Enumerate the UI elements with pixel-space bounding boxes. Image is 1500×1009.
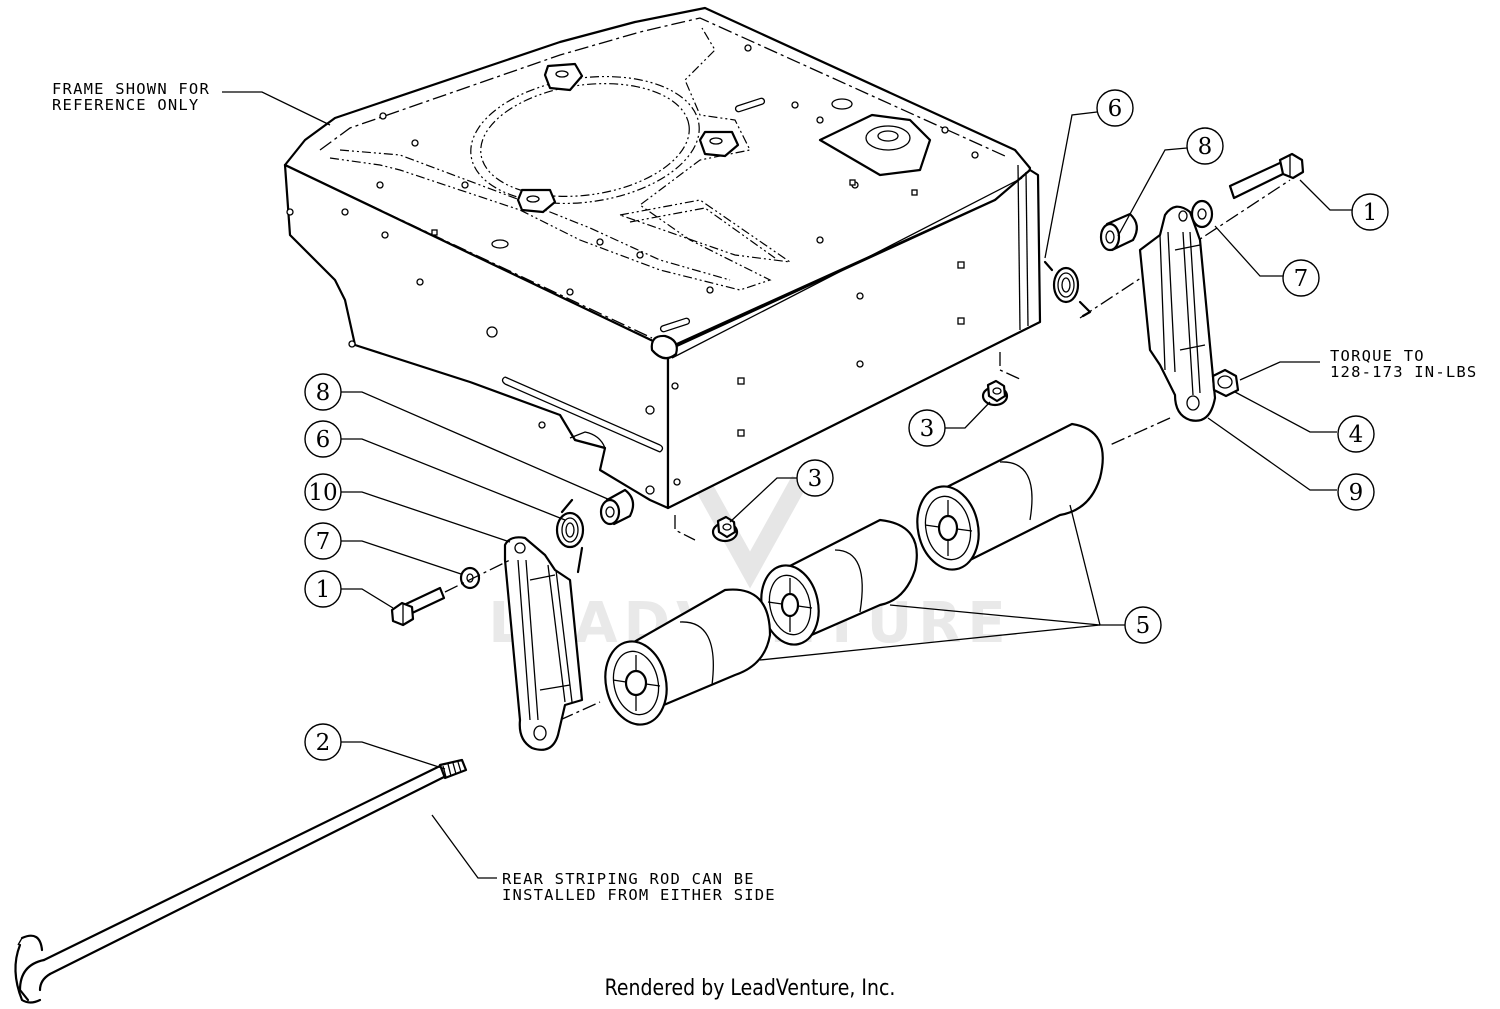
frame-front-side [666, 168, 1042, 510]
callout-9: 9 [1337, 473, 1375, 511]
torsion-spring-right [1043, 260, 1092, 318]
svg-text:3: 3 [920, 416, 935, 442]
right-hardware [1043, 152, 1305, 422]
bracket-right [1138, 205, 1217, 422]
spacer-left [599, 488, 635, 526]
washer-right [1190, 199, 1214, 229]
svg-text:8: 8 [316, 380, 331, 406]
svg-text:5: 5 [1136, 613, 1151, 639]
callout-1-right: 1 [1351, 193, 1389, 231]
washer-left [459, 566, 481, 590]
callout-8-left: 8 [304, 373, 342, 411]
callout-7-right: 7 [1282, 259, 1320, 297]
roller-1 [604, 588, 772, 726]
svg-text:6: 6 [316, 427, 331, 453]
flange-nut-upper [981, 379, 1009, 407]
bolt-right [1228, 152, 1305, 200]
callout-6-right: 6 [1096, 89, 1134, 127]
callout-3-lower: 3 [796, 459, 834, 497]
svg-text:3: 3 [808, 466, 823, 492]
svg-text:2: 2 [316, 730, 331, 756]
svg-text:128-173 IN-LBS: 128-173 IN-LBS [1330, 363, 1477, 381]
callout-10: 10 [304, 473, 342, 511]
svg-text:REFERENCE ONLY: REFERENCE ONLY [52, 96, 199, 114]
striping-rod [14, 758, 468, 1004]
svg-text:FRAME SHOWN FOR: FRAME SHOWN FOR [52, 80, 210, 98]
svg-text:10: 10 [308, 480, 337, 506]
leader-lines [222, 91, 1352, 879]
callout-8-right: 8 [1186, 127, 1224, 165]
svg-text:6: 6 [1108, 96, 1123, 122]
svg-text:8: 8 [1198, 134, 1213, 160]
svg-text:9: 9 [1349, 480, 1364, 506]
callout-4: 4 [1337, 415, 1375, 453]
bolt-left [390, 586, 446, 627]
roller-2 [760, 518, 918, 646]
note-striping-rod: REAR STRIPING ROD CAN BE INSTALLED FROM … [502, 870, 776, 904]
svg-text:4: 4 [1349, 422, 1364, 448]
svg-text:7: 7 [316, 529, 331, 555]
footer-credit: Rendered by LeadVenture, Inc. [604, 976, 896, 1001]
callout-7-left: 7 [304, 522, 342, 560]
callout-6-left: 6 [304, 420, 342, 458]
roller-3 [916, 422, 1104, 571]
callout-1-left: 1 [304, 570, 342, 608]
callout-5: 5 [1124, 606, 1162, 644]
torsion-spring-left [555, 498, 585, 574]
callout-2: 2 [304, 723, 342, 761]
rollers [604, 422, 1104, 726]
bracket-left [503, 536, 584, 751]
left-hardware [390, 488, 635, 751]
spacer-right [1099, 212, 1138, 252]
svg-text:REAR STRIPING ROD CAN BE: REAR STRIPING ROD CAN BE [502, 870, 755, 888]
note-frame-reference: FRAME SHOWN FOR REFERENCE ONLY [52, 80, 210, 114]
svg-text:7: 7 [1294, 266, 1309, 292]
svg-text:1: 1 [316, 577, 331, 603]
svg-text:TORQUE TO: TORQUE TO [1330, 347, 1425, 365]
note-torque: TORQUE TO 128-173 IN-LBS [1330, 347, 1477, 381]
svg-text:INSTALLED FROM EITHER SIDE: INSTALLED FROM EITHER SIDE [502, 886, 776, 904]
callout-3-upper: 3 [908, 409, 946, 447]
nut-right [1211, 368, 1240, 398]
svg-text:1: 1 [1363, 200, 1378, 226]
frame [283, 6, 1042, 541]
